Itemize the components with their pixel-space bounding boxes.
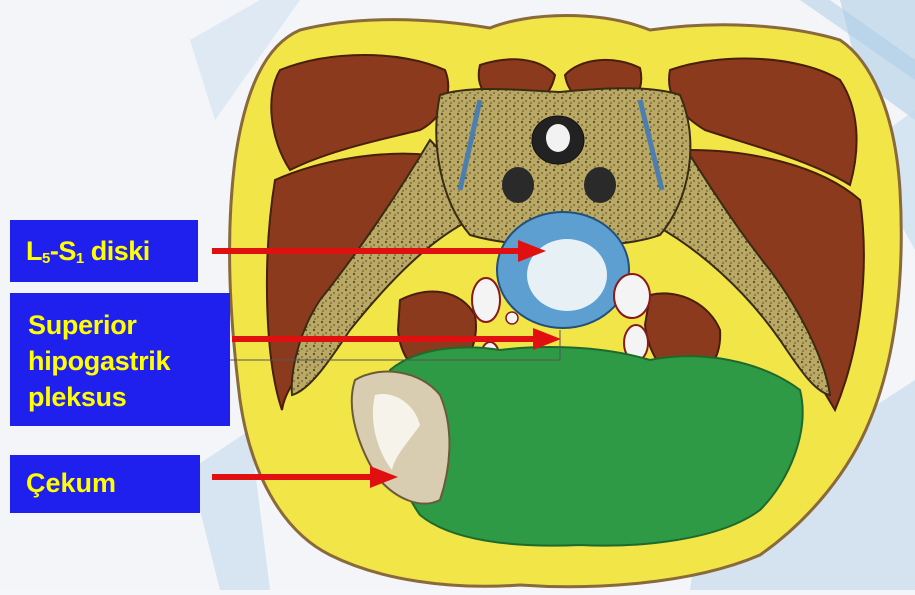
spinal-cord: [546, 124, 570, 152]
disc-subscript-1: 1: [76, 250, 84, 267]
plexus-line-1: Superior: [28, 307, 230, 343]
right-iliac-vessel-a: [614, 274, 650, 318]
label-cecum: Çekum: [10, 455, 200, 513]
label-superior-hypogastric-plexus: Superior hipogastrik pleksus: [10, 293, 230, 426]
label-l5-s1-disc: L5-S1 diski: [10, 220, 198, 282]
plexus-line-2: hipogastrik: [28, 343, 230, 379]
disc-letter-l: L: [26, 236, 42, 266]
small-vessel: [506, 312, 518, 324]
left-iliac-vessel-a: [472, 278, 500, 322]
plexus-line-3: pleksus: [28, 379, 230, 415]
right-foramen: [584, 167, 616, 203]
disc-word: diski: [91, 236, 150, 266]
disc-dash-s: -S: [50, 236, 76, 266]
left-foramen: [502, 167, 534, 203]
disc-subscript-5: 5: [42, 250, 50, 267]
